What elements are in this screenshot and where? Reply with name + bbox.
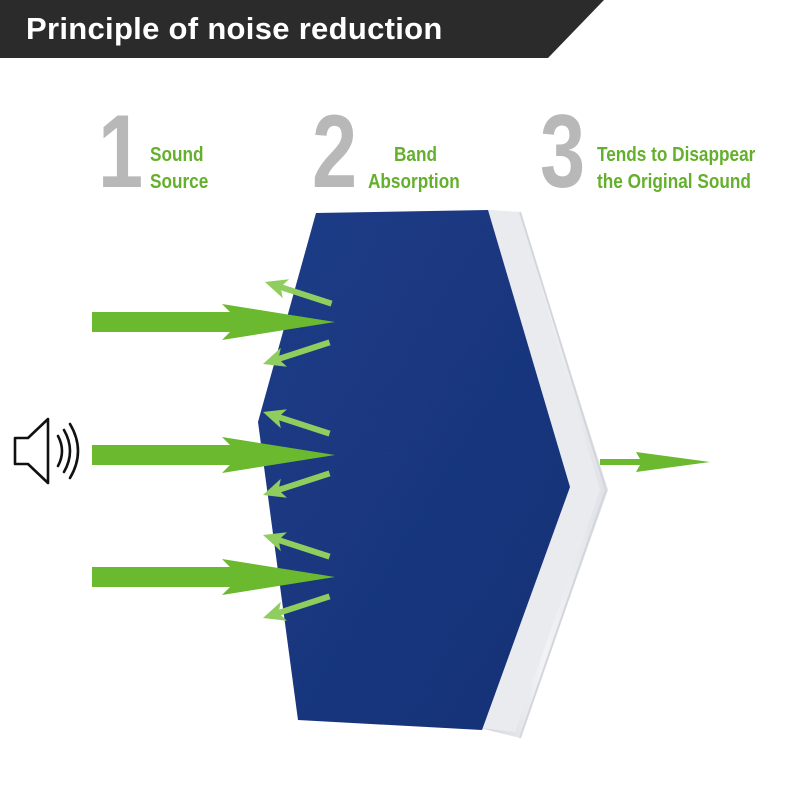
transmitted-sound-arrow — [600, 452, 710, 472]
reflected-arrow — [265, 279, 333, 307]
speaker-icon — [13, 417, 80, 485]
step-1-label-line1: Sound — [150, 144, 204, 166]
reflected-arrow — [263, 593, 331, 621]
reflected-arrow — [263, 532, 331, 560]
step-3-label-line2: the Original Sound — [597, 171, 751, 193]
step-1-label-line2: Source — [150, 171, 209, 193]
reflected-arrow — [263, 339, 331, 367]
incoming-arrow-bottom — [92, 559, 335, 595]
incoming-arrow-middle — [92, 437, 335, 473]
reflected-arrow — [263, 409, 331, 437]
acoustic-panel-face — [258, 210, 570, 730]
step-2-label-line2: Absorption — [368, 171, 460, 193]
step-1-number: 1 — [98, 94, 144, 210]
step-3-number: 3 — [540, 94, 586, 210]
header-banner — [0, 0, 604, 58]
step-2-number: 2 — [312, 94, 358, 210]
reflected-arrow — [263, 470, 331, 498]
reflected-sound-arrows — [263, 279, 333, 621]
incoming-sound-arrows — [92, 304, 335, 595]
incoming-arrow-top — [92, 304, 335, 340]
step-2-label-line1: Band — [394, 144, 437, 166]
step-3-label-line1: Tends to Disappear — [597, 144, 756, 166]
page-title: Principle of noise reduction — [26, 11, 443, 46]
